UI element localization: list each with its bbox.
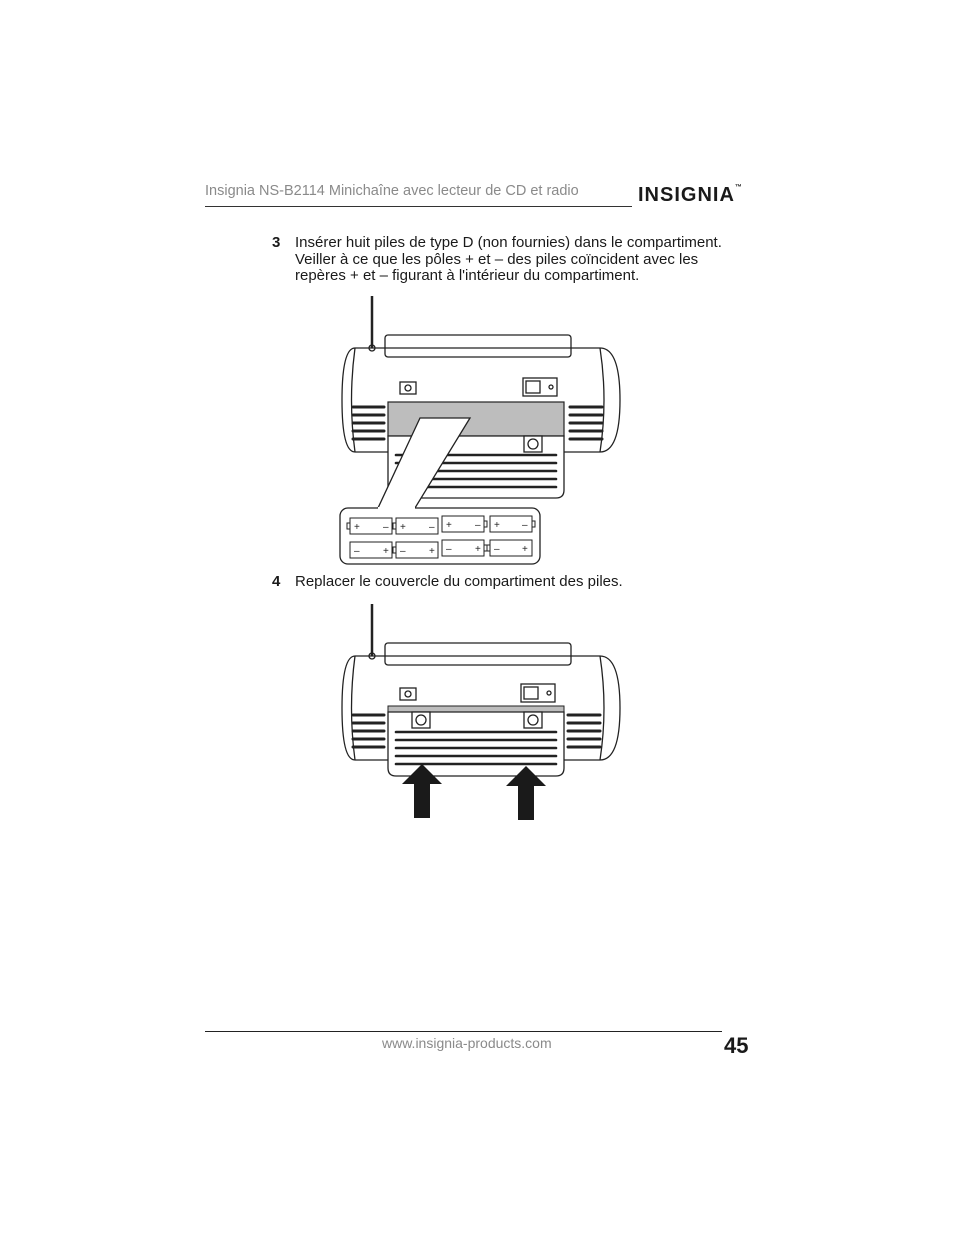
logo-trademark: ™: [734, 184, 742, 191]
step-line: Replacer le couvercle du compartiment de…: [295, 573, 623, 590]
running-header-title: Insignia NS-B2114 Minichaîne avec lecteu…: [205, 183, 579, 199]
step-number: 3: [272, 234, 281, 251]
handle: [384, 642, 572, 666]
step-text: Insérer huit piles de type D (non fourni…: [295, 234, 752, 285]
handle: [384, 334, 572, 358]
footer-url: www.insignia-products.com: [382, 1035, 552, 1051]
arrow-up-icon: [506, 766, 546, 820]
step-line: repères + et – figurant à l'intérieur du…: [295, 267, 640, 284]
page-number: 45: [724, 1033, 749, 1058]
step-3: 3 Insérer huit piles de type D (non four…: [272, 234, 752, 285]
logo-wordmark: INSIGNIA: [638, 184, 735, 206]
battery-pole-label: +: [383, 546, 389, 557]
battery-pole-label: –: [354, 546, 360, 557]
arrow-up-icon: [402, 764, 442, 818]
battery-pole-label: –: [522, 520, 528, 531]
battery-pole-label: –: [475, 520, 481, 531]
battery-pole-label: +: [446, 520, 452, 531]
battery-pole-label: –: [429, 522, 435, 533]
battery-pole-label: +: [400, 522, 406, 533]
battery-compartment-open-illustration: + – + – + – + – – + – + – + – +: [339, 296, 621, 565]
step-line: Veiller à ce que les pôles + et – des pi…: [295, 250, 699, 268]
step-line: Insérer huit piles de type D (non fourni…: [295, 234, 722, 251]
battery-pole-label: –: [400, 546, 406, 557]
battery-pole-label: +: [475, 544, 481, 555]
battery-pole-label: +: [429, 546, 435, 557]
battery-pole-label: +: [494, 520, 500, 531]
battery-cover-replace-illustration: [341, 604, 621, 820]
battery-pole-label: +: [354, 522, 360, 533]
battery-pole-label: –: [446, 544, 452, 555]
battery-pole-label: –: [494, 544, 500, 555]
battery-pole-label: +: [522, 544, 528, 555]
step-4: 4 Replacer le couvercle du compartiment …: [272, 573, 752, 591]
insignia-logo: INSIGNIA™: [638, 184, 742, 207]
compartment-cover: [387, 711, 565, 777]
step-number: 4: [272, 573, 281, 590]
battery-pole-label: –: [383, 522, 389, 533]
footer-rule: [205, 1031, 722, 1032]
step-text: Replacer le couvercle du compartiment de…: [295, 573, 752, 591]
header-rule: [205, 206, 632, 207]
